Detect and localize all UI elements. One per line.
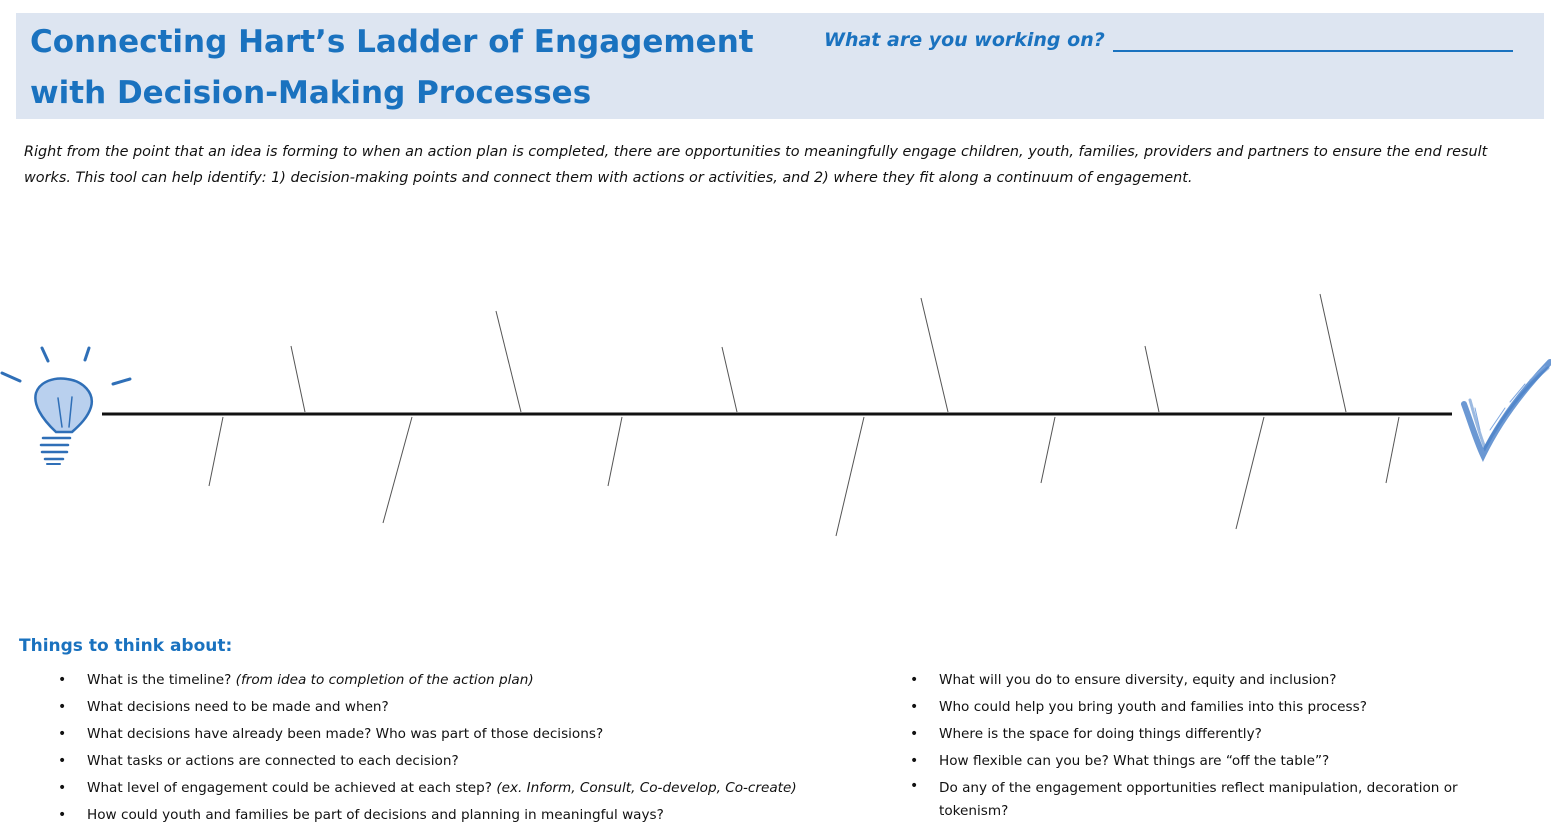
list-item: What decisions need to be made and when? <box>58 694 888 721</box>
upper-branches <box>290 293 1347 413</box>
left-question-list: What is the timeline? (from idea to comp… <box>58 667 888 829</box>
right-question-list: What will you do to ensure diversity, eq… <box>910 667 1510 823</box>
upper-branch <box>1319 293 1347 413</box>
list-item: Where is the space for doing things diff… <box>910 721 1510 748</box>
upper-branch <box>495 310 522 413</box>
upper-branch <box>721 346 738 413</box>
fishbone-diagram <box>0 293 1551 537</box>
working-on-blank-line[interactable] <box>1112 28 1513 52</box>
lower-branch <box>1235 416 1265 530</box>
lightbulb-icon <box>0 346 132 465</box>
upper-branch <box>290 345 306 413</box>
working-on-prompt: What are you working on? <box>824 28 1513 52</box>
list-item: What level of engagement could be achiev… <box>58 775 888 802</box>
title-line-2: with Decision-Making Processes <box>30 75 592 111</box>
list-item: What tasks or actions are connected to e… <box>58 748 888 775</box>
things-to-think-about-heading: Things to think about: <box>19 636 233 656</box>
title-line-1: Connecting Hart’s Ladder of Engagement <box>30 24 754 60</box>
upper-branch <box>1144 345 1160 413</box>
list-item: Do any of the engagement opportunities r… <box>910 775 1510 823</box>
checkmark-icon <box>1461 359 1551 462</box>
intro-paragraph: Right from the point that an idea is for… <box>24 144 1488 186</box>
list-item: What decisions have already been made? W… <box>58 721 888 748</box>
list-item: How flexible can you be? What things are… <box>910 748 1510 775</box>
lower-branches <box>208 416 1400 537</box>
lower-branch <box>208 416 224 487</box>
working-on-label: What are you working on? <box>824 29 1105 51</box>
upper-branch <box>920 297 949 413</box>
list-item: Who could help you bring youth and famil… <box>910 694 1510 721</box>
lower-branch <box>607 416 623 487</box>
list-item: What will you do to ensure diversity, eq… <box>910 667 1510 694</box>
list-item: What is the timeline? (from idea to comp… <box>58 667 888 694</box>
lower-branch <box>1385 416 1400 484</box>
lower-branch <box>1040 416 1056 484</box>
list-item: How could youth and families be part of … <box>58 802 888 829</box>
page-title: Connecting Hart’s Ladder of Engagement w… <box>30 17 754 119</box>
header-banner: Connecting Hart’s Ladder of Engagement w… <box>16 13 1544 119</box>
lower-branch <box>835 416 865 537</box>
lower-branch <box>382 416 413 524</box>
